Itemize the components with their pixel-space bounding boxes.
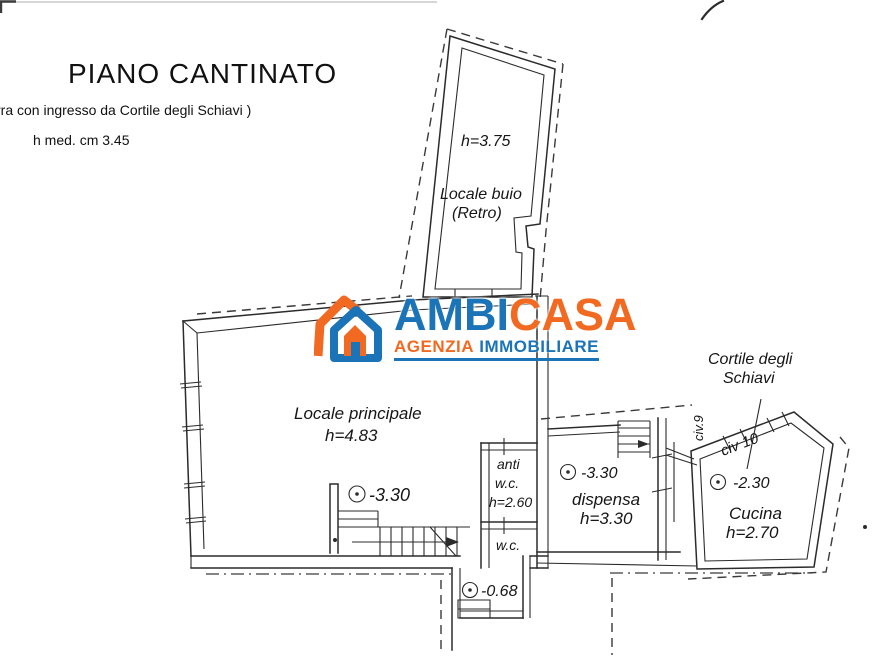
logo-brand-casa: CASA	[508, 289, 637, 340]
height-label-dispensa: h=3.30	[580, 509, 633, 528]
room-label-wc: w.c.	[496, 537, 520, 553]
logo-tagline-agenzia: AGENZIA	[394, 337, 474, 357]
height-label-locale-buio: h=3.75	[461, 133, 510, 150]
stairs-main-room	[329, 483, 470, 557]
civic-number-9: civ.9	[691, 415, 706, 441]
level-marker-locale-principale: -3.30	[348, 485, 410, 505]
page-subtitle: rra con ingresso da Cortile degli Schiav…	[0, 102, 252, 118]
room-sublabel-locale-buio: (Retro)	[452, 205, 502, 222]
level-value-dispensa: -3.30	[581, 465, 618, 482]
room-cucina-labels: Cucina h=2.70	[726, 504, 782, 542]
room-cucina-walls	[687, 398, 850, 580]
page-title: PIANO CANTINATO	[68, 58, 338, 89]
level-value-landing: -0.68	[481, 583, 518, 600]
height-label-cucina: h=2.70	[726, 523, 779, 542]
room-label-anti: anti	[497, 456, 520, 472]
courtyard-label-line2: Schiavi	[723, 370, 775, 387]
room-locale-principale-labels: Locale principale h=4.83	[294, 404, 422, 445]
room-locale-buio-walls	[398, 28, 564, 301]
ambicasa-logo: AMBICASA AGENZIA IMMOBILIARE	[314, 292, 637, 364]
height-label-anti-wc: h=2.60	[489, 494, 532, 510]
logo-brand-ambi: AMBI	[394, 289, 509, 340]
landing-walls	[440, 555, 812, 655]
logo-tagline: AGENZIA IMMOBILIARE	[394, 337, 600, 362]
logo-tagline-immobiliare: IMMOBILIARE	[479, 337, 600, 357]
room-dispensa-walls	[536, 404, 698, 567]
room-label-cucina: Cucina	[729, 504, 782, 523]
courtyard-label-line1: Cortile degli	[708, 351, 793, 368]
room-dispensa-labels: dispensa h=3.30	[572, 490, 640, 528]
dispensa-stair-arrow	[638, 440, 649, 448]
room-locale-buio-labels: h=3.75 Locale buio (Retro)	[440, 133, 522, 222]
height-label-locale-principale: h=4.83	[325, 426, 378, 445]
scan-artifacts	[0, 0, 867, 529]
room-label-locale-principale: Locale principale	[294, 404, 422, 423]
civic-number-10: civ 10	[718, 430, 761, 460]
room-label-anti-wc: w.c.	[495, 475, 519, 491]
level-value-locale-principale: -3.30	[369, 485, 410, 505]
room-anti-wc-labels: anti w.c. h=2.60 w.c.	[489, 456, 532, 553]
room-label-dispensa: dispensa	[572, 490, 640, 509]
level-marker-cucina: -2.30	[709, 473, 770, 492]
average-height-note: h med. cm 3.45	[33, 132, 130, 148]
level-marker-landing: -0.68	[461, 581, 518, 600]
house-icon	[314, 295, 382, 362]
logo-brand: AMBICASA	[394, 292, 637, 337]
level-value-cucina: -2.30	[733, 475, 770, 492]
room-anti-wc-walls	[480, 438, 538, 569]
stair-direction-arrow	[446, 537, 459, 547]
level-marker-dispensa: -3.30	[559, 463, 618, 482]
annotation-courtyard: Cortile degli Schiavi	[708, 351, 793, 387]
room-label-locale-buio: Locale buio	[440, 186, 522, 203]
